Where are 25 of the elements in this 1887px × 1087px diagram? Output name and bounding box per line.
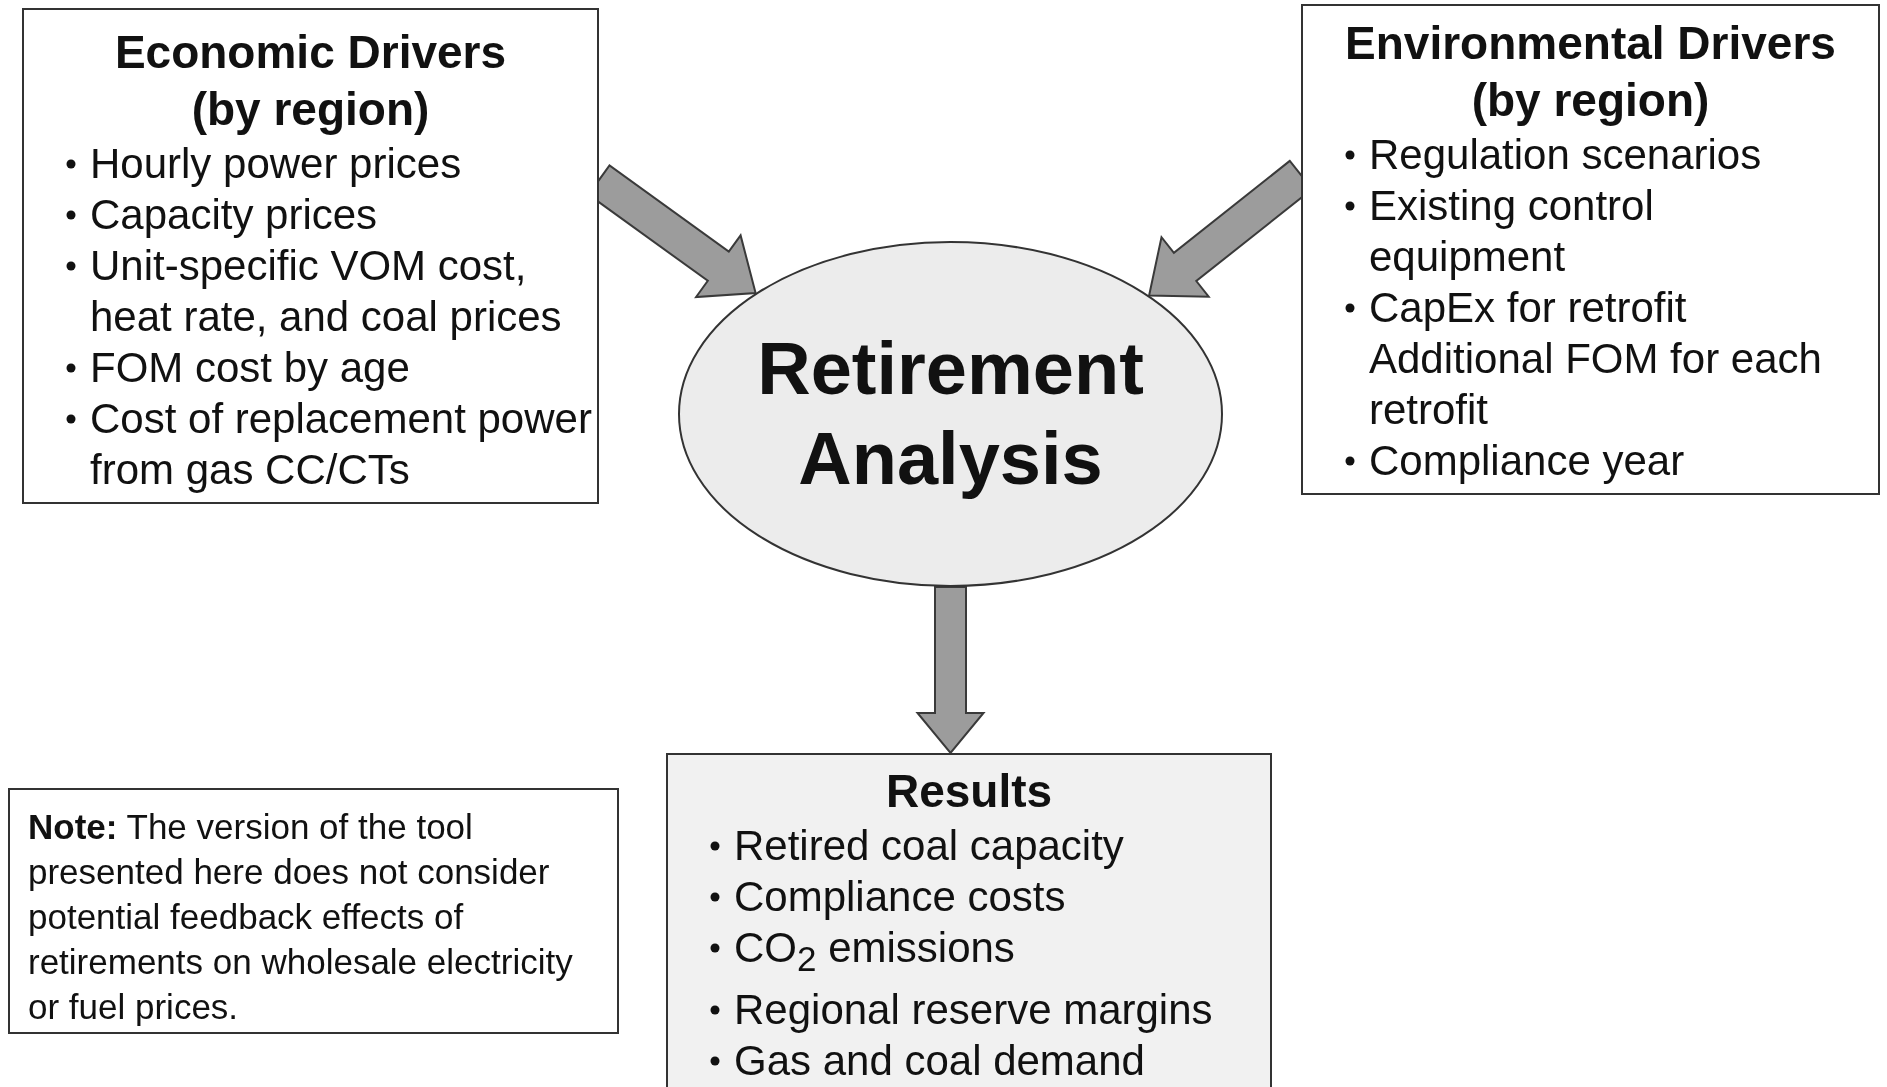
note-text: Note: The version of the tool presented here does not consider potential feedback effects of retirements on wholesale electricity or fuel prices. — [28, 806, 574, 1028]
bullet-item: Existing control equipment — [1369, 181, 1655, 282]
text-box — [22, 8, 599, 504]
ellipse-label: Retirement Analysis — [756, 326, 1145, 502]
bullet-item: Compliance year — [1369, 436, 1686, 486]
bullet-item: Regulation scenarios — [1369, 130, 1763, 180]
block-arrow — [915, 586, 986, 755]
note-box — [8, 788, 619, 1034]
bullet-item: Compliance costs — [734, 872, 1067, 922]
bullet-item: Hourly power prices — [90, 139, 463, 189]
text-box — [666, 753, 1272, 1087]
bullet-item: CapEx for retrofit — [1369, 283, 1688, 333]
bullet-item: Unit-specific VOM cost, heat rate, and coal prices — [90, 241, 563, 342]
bullet-item: Capacity prices — [90, 190, 379, 240]
bullet-item: FOM cost by age — [90, 343, 411, 393]
bullet-item: Additional FOM for each retrofit — [1369, 334, 1823, 435]
box-heading: Economic Drivers (by region) — [113, 25, 508, 137]
bullet-item: Cost of replacement power from gas CC/CTs — [90, 394, 593, 495]
bullet-item: Gas and coal demand — [734, 1036, 1146, 1087]
box-heading: Environmental Drivers (by region) — [1344, 16, 1837, 128]
bullet-item: CO$_{2}$ emissions — [734, 923, 1016, 981]
text-box — [1301, 4, 1880, 495]
box-heading: Results — [884, 764, 1054, 819]
bullet-item: Retired coal capacity — [734, 821, 1125, 871]
bullet-item: Regional reserve margins — [734, 985, 1214, 1036]
